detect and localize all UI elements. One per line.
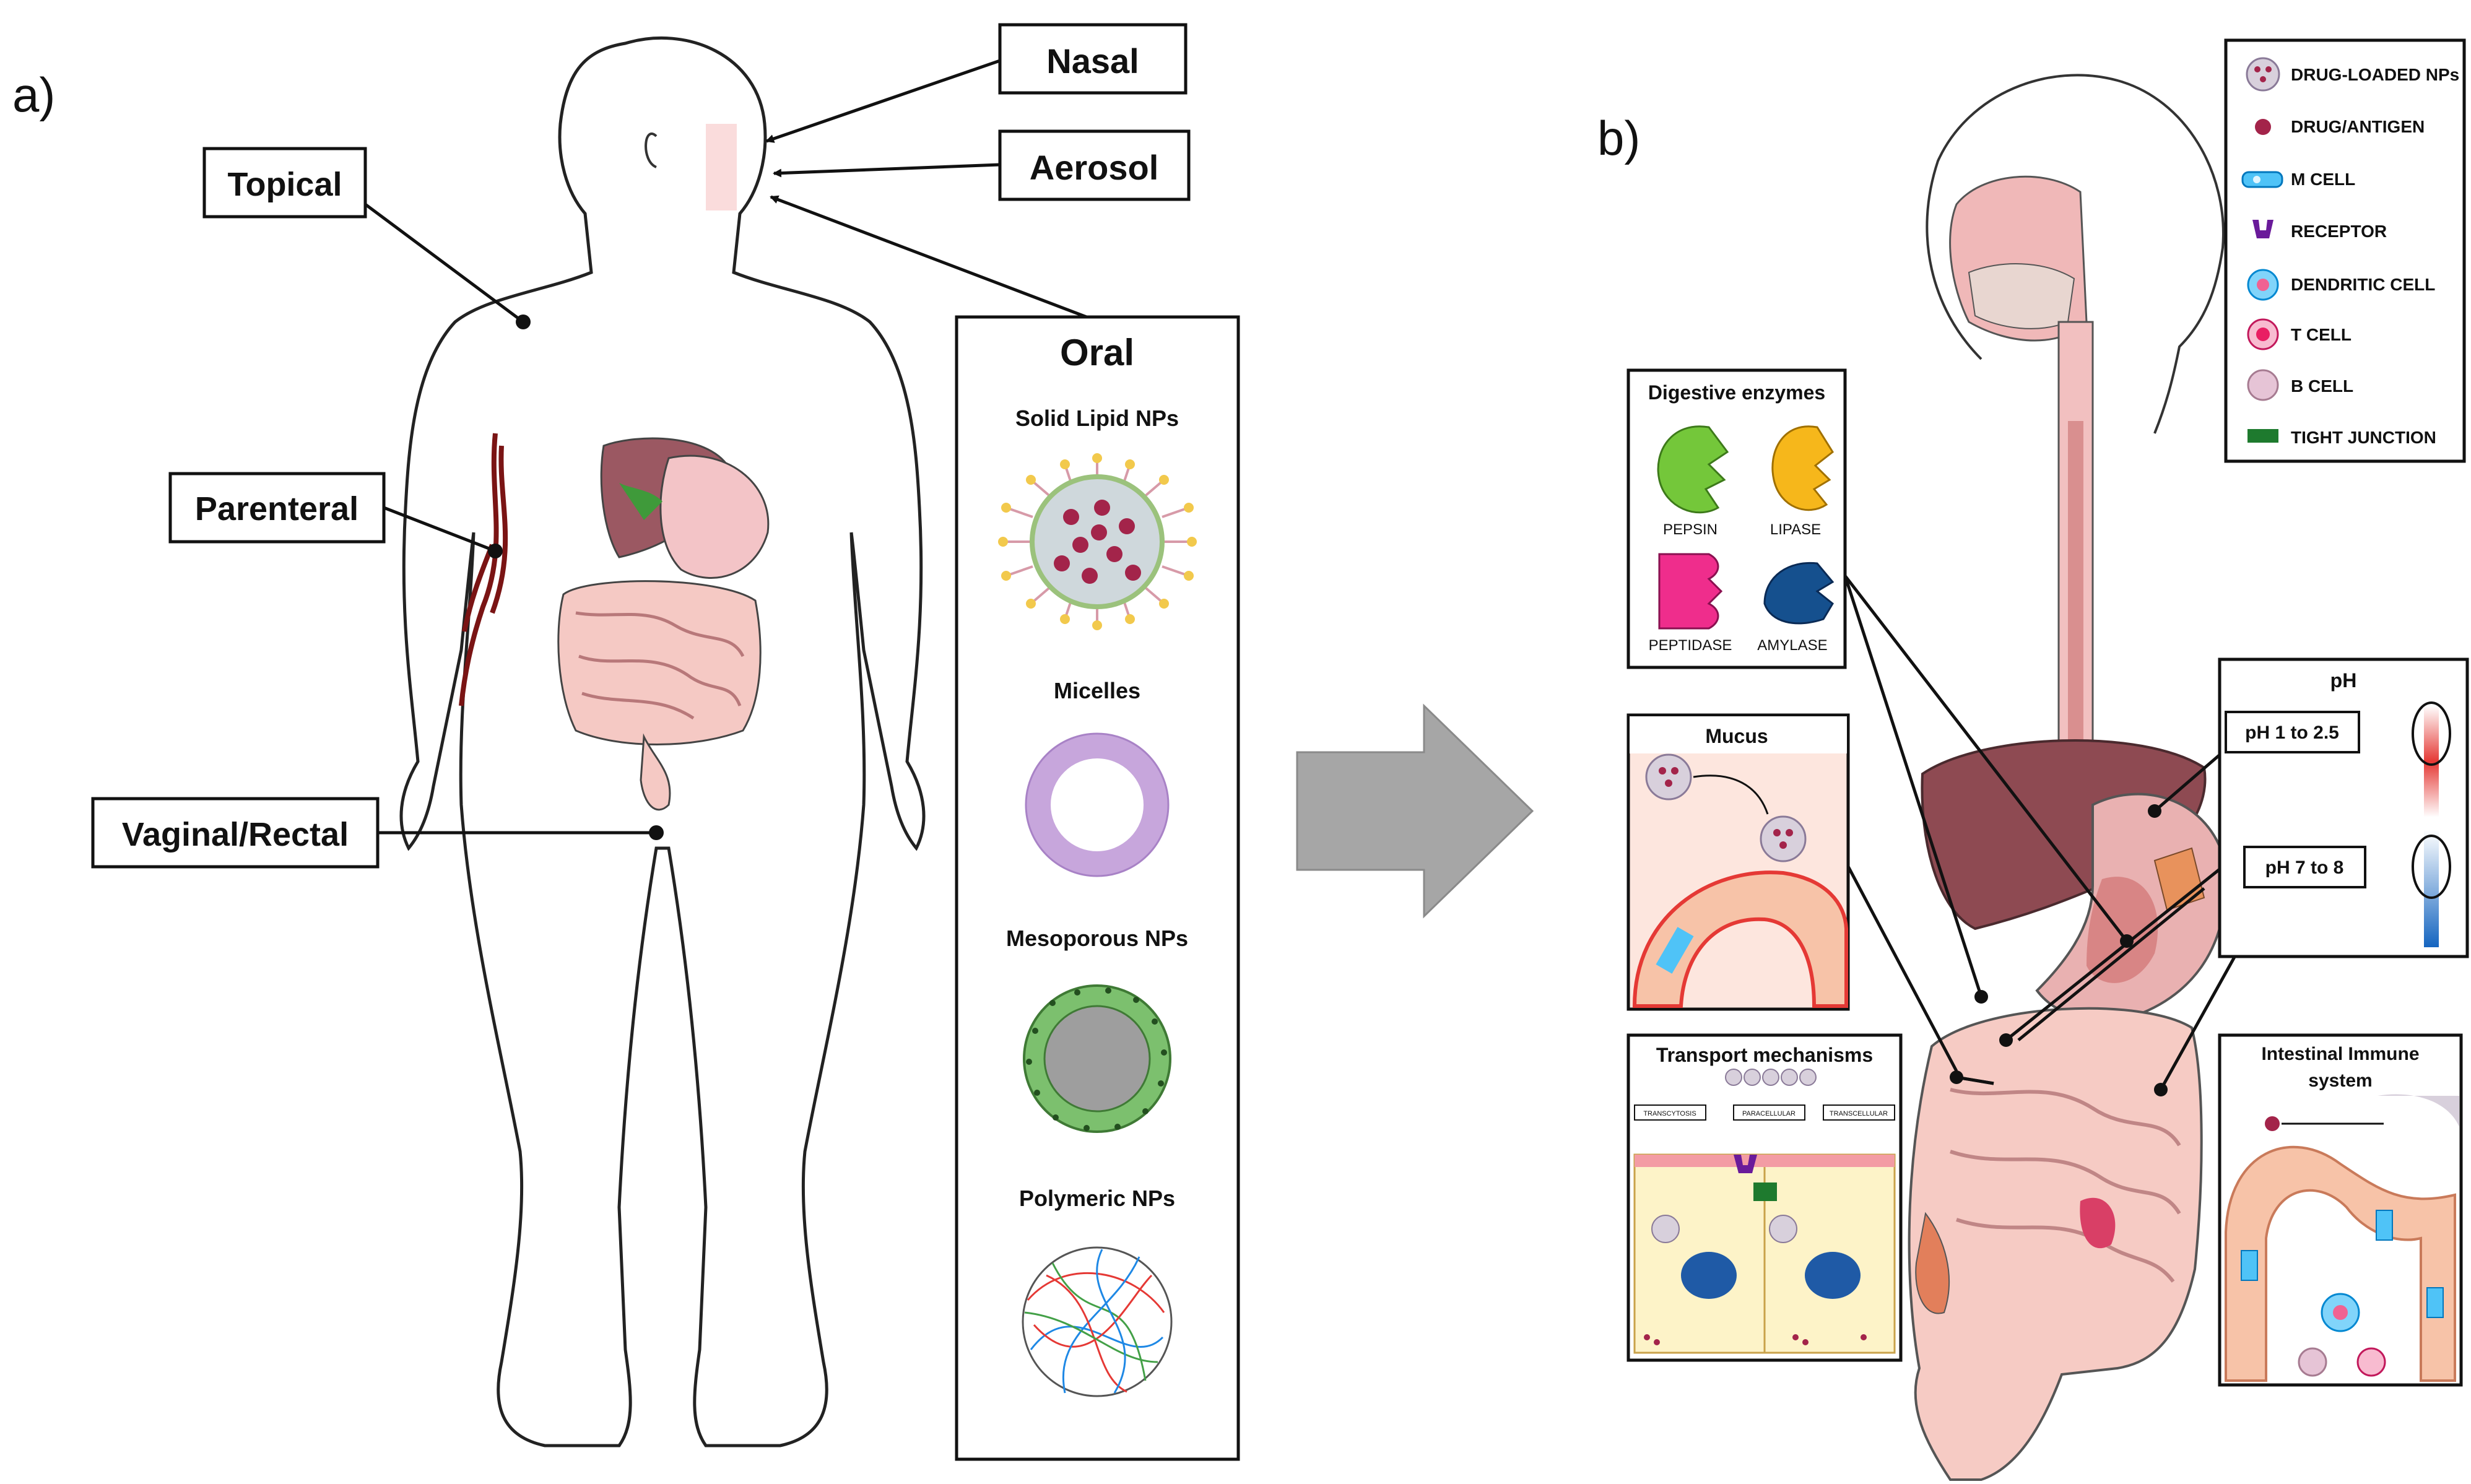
nasal-region-highlight	[706, 124, 737, 210]
legend-label-6: B CELL	[2291, 376, 2353, 396]
oral-item-mesoporous: Mesoporous NPs	[1006, 926, 1188, 951]
transport-mechanisms-panel: Transport mechanisms TRANSCYTOSIS PARACE…	[1626, 1033, 1903, 1362]
label-topical: Topical	[202, 147, 367, 219]
micelle-icon	[1025, 732, 1170, 877]
lipase-icon	[1771, 425, 1834, 511]
mucus-panel: Mucus	[1626, 713, 1850, 1011]
mucus-np-icon	[1645, 753, 1807, 862]
label-parenteral: Parenteral	[168, 472, 386, 544]
mesoporous-np-icon	[1023, 984, 1171, 1133]
immune-t-cell-icon	[2356, 1347, 2386, 1377]
transport-route-labels: TRANSCYTOSIS PARACELLULAR TRANSCELLULAR	[1634, 1104, 1895, 1121]
immune-title-line2: system	[2308, 1070, 2372, 1091]
route-label-transcellular: TRANSCELLULAR	[1830, 1110, 1888, 1117]
panel-b-endpoints	[1950, 804, 2168, 1096]
pepsin-icon	[1657, 425, 1729, 514]
legend-label-7: TIGHT JUNCTION	[2291, 428, 2436, 447]
route-label-paracellular: PARACELLULAR	[1742, 1110, 1796, 1117]
ph-stomach-box	[2225, 711, 2360, 753]
drug-antigen-icon	[2255, 119, 2271, 135]
immune-title-line1: Intestinal Immune	[2261, 1044, 2419, 1064]
abdominal-organs-icon	[557, 437, 770, 811]
polymeric-np-icon	[1022, 1246, 1173, 1397]
stomach-icon	[2035, 792, 2227, 1022]
label-aerosol: Aerosol	[998, 129, 1191, 201]
panel-b-connectors	[1843, 575, 2286, 1091]
topical-label-text: Topical	[227, 166, 342, 203]
transport-tight-junction-icon	[1753, 1182, 1777, 1201]
label-nasal: Nasal	[998, 23, 1188, 95]
intestines-icon	[1908, 1007, 2203, 1481]
dendritic-cell-icon	[2247, 269, 2279, 301]
receptor-icon	[2252, 220, 2273, 238]
ph-title: pH	[2330, 669, 2357, 692]
transport-receptor-icon	[1734, 1155, 1757, 1173]
legend-label-5: T CELL	[2291, 325, 2352, 344]
villus-epithelium-icon	[1632, 870, 1848, 1008]
esophagus-icon	[2057, 321, 2094, 806]
t-cell-icon	[2247, 318, 2279, 350]
drug-loaded-np-icon	[2246, 57, 2280, 92]
nucleus-right	[1805, 1252, 1861, 1299]
immune-antigen-icon	[2265, 1116, 2280, 1131]
enzyme-label-lipase: LIPASE	[1770, 521, 1821, 538]
legend-label-1: DRUG/ANTIGEN	[2291, 117, 2425, 136]
route-connectors	[364, 59, 1087, 835]
immune-b-cell-icon	[2298, 1347, 2327, 1377]
immune-villus-icon	[2225, 1145, 2456, 1382]
peptidase-icon	[1658, 553, 1723, 630]
nucleus-left	[1681, 1252, 1737, 1299]
transport-title: Transport mechanisms	[1656, 1044, 1873, 1066]
ph-acid-gauge	[2424, 706, 2439, 817]
head-profile-outline	[1926, 74, 2225, 434]
amylase-icon	[1763, 562, 1835, 625]
legend-label-4: DENDRITIC CELL	[2291, 275, 2435, 294]
legend-label-2: M CELL	[2291, 170, 2355, 189]
route-label-transcytosis: TRANSCYTOSIS	[1643, 1110, 1696, 1117]
legend: DRUG-LOADED NPs DRUG/ANTIGEN M CELL RECE…	[2224, 38, 2466, 463]
ph-panel: pH pH 1 to 2.5 pH 7 to 8	[2218, 657, 2469, 958]
oral-title: Oral	[1060, 332, 1134, 373]
enzyme-label-peptidase: PEPTIDASE	[1649, 637, 1732, 654]
oral-panel: Oral Solid Lipid NPs Micelles Mesoporous…	[955, 315, 1240, 1461]
b-cell-icon	[2247, 369, 2279, 401]
ph-stomach-label: pH 1 to 2.5	[2245, 722, 2339, 743]
ph-intestine-label: pH 7 to 8	[2265, 857, 2344, 878]
nasal-label-text: Nasal	[1046, 41, 1139, 80]
transition-arrow-icon	[1296, 703, 1534, 919]
immune-dendritic-cell-icon	[2321, 1293, 2360, 1332]
blood-vessels-icon	[459, 433, 508, 706]
panel-a-letter: a)	[12, 67, 55, 122]
solid-lipid-np-icon	[998, 453, 1197, 630]
label-vaginal-rectal: Vaginal/Rectal	[91, 797, 380, 869]
immune-system-panel: Intestinal Immune system	[2218, 1033, 2463, 1387]
ph-intestine-box	[2243, 846, 2366, 888]
panel-b-letter: b)	[1597, 111, 1640, 165]
oral-nasal-cavity-icon	[1949, 175, 2088, 342]
legend-label-3: RECEPTOR	[2291, 222, 2387, 241]
legend-label-0: DRUG-LOADED NPs	[2291, 65, 2459, 84]
digestive-enzymes-title: Digestive enzymes	[1648, 381, 1825, 404]
oral-item-micelles: Micelles	[1054, 678, 1140, 703]
oral-item-polymeric: Polymeric NPs	[1019, 1186, 1175, 1211]
route-endpoints	[488, 315, 664, 840]
enzyme-label-amylase: AMYLASE	[1757, 637, 1827, 654]
ear-shape	[645, 132, 658, 168]
mucus-title: Mucus	[1705, 725, 1768, 747]
ph-basic-gauge	[2424, 830, 2439, 947]
tight-junction-icon	[2247, 429, 2278, 443]
m-cell-icon	[2241, 171, 2283, 188]
parenteral-label-text: Parenteral	[195, 490, 358, 527]
aerosol-label-text: Aerosol	[1030, 148, 1159, 187]
vaginal-rectal-label-text: Vaginal/Rectal	[122, 816, 349, 853]
enzyme-label-pepsin: PEPSIN	[1663, 521, 1718, 538]
digestive-enzymes-panel: Digestive enzymes PEPSIN LIPASE PEPTIDAS…	[1626, 368, 1847, 669]
oral-item-solid-lipid: Solid Lipid NPs	[1015, 406, 1179, 431]
